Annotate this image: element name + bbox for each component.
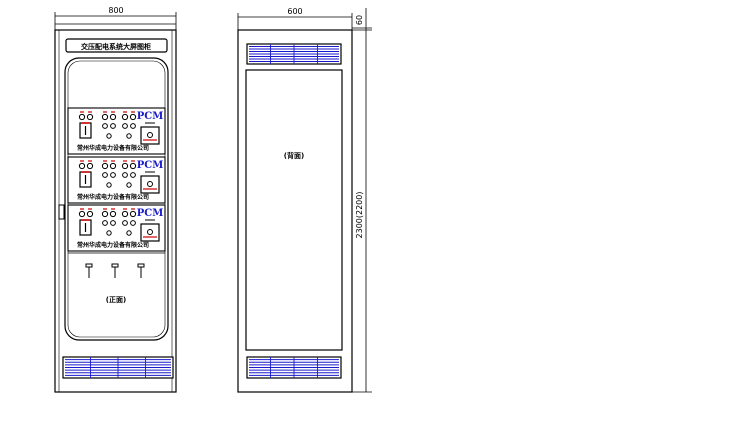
instrument-panel: PCM 常州华成电力设备有限公司	[67, 107, 166, 155]
indicator-lamp	[121, 162, 129, 170]
panel-frame	[67, 156, 166, 204]
indicator-lamp	[130, 172, 136, 178]
instrument-panels: PCM 常州华成电力设备有限公司 PCM 常州华成电力设备有限公司 PCM 常州华成电力设…	[67, 107, 166, 252]
indicator-lamp	[102, 220, 108, 226]
indicator-lamp	[122, 172, 128, 178]
meter-display	[140, 126, 160, 145]
push-button	[106, 133, 112, 139]
panel-frame	[67, 204, 166, 252]
indicator-lamp	[78, 210, 86, 218]
indicator-lamp	[129, 162, 137, 170]
indicator-lamp	[86, 210, 94, 218]
top-offset-label: 60	[355, 15, 364, 25]
rear-cabinet	[237, 29, 353, 393]
front-width-label: 800	[108, 6, 123, 15]
title-plate: 交压配电系统大屏图柜	[81, 42, 151, 51]
indicator-lamp	[102, 172, 108, 178]
indicator-lamp	[121, 210, 129, 218]
indicator-lamp	[109, 210, 117, 218]
rear-width-label: 600	[287, 7, 302, 16]
push-button	[126, 230, 132, 236]
push-button	[126, 182, 132, 188]
indicator-lamp	[130, 123, 136, 129]
instrument-panel: PCM 常州华成电力设备有限公司	[67, 204, 166, 252]
door-handle	[58, 204, 65, 220]
indicator-lamp	[109, 162, 117, 170]
indicator-lamp	[122, 123, 128, 129]
indicator-lamp	[101, 162, 109, 170]
front-bottom-vent	[62, 356, 174, 379]
meter-dial	[147, 181, 153, 187]
instrument-panel: PCM 常州华成电力设备有限公司	[67, 156, 166, 204]
front-width-dimension	[54, 12, 177, 30]
indicator-lamp	[78, 162, 86, 170]
company-name: 常州华成电力设备有限公司	[77, 241, 149, 249]
push-button	[126, 133, 132, 139]
indicator-lamp	[78, 113, 86, 121]
indicator-lamp	[102, 123, 108, 129]
front-view-label: (正面)	[106, 296, 126, 304]
height-label: 2300(2200)	[355, 192, 364, 239]
indicator-lamp	[110, 172, 116, 178]
indicator-lamp	[121, 113, 129, 121]
indicator-lamp	[101, 210, 109, 218]
company-name: 常州华成电力设备有限公司	[77, 144, 149, 152]
panel-frame	[67, 107, 166, 155]
indicator-lamp	[129, 210, 137, 218]
lower-compartment	[68, 252, 165, 278]
rear-width-dimension	[237, 13, 353, 30]
meter-display	[140, 175, 160, 194]
push-button	[106, 182, 112, 188]
meter-dial	[147, 132, 153, 138]
rear-bottom-vent	[246, 356, 342, 379]
pcm-brand: PCM	[137, 111, 164, 122]
indicator-lamp	[101, 113, 109, 121]
indicator-lamp	[86, 113, 94, 121]
indicator-lamp	[130, 220, 136, 226]
indicator-lamp	[86, 162, 94, 170]
indicator-lamp	[129, 113, 137, 121]
rear-view-label: (背面)	[284, 151, 304, 160]
pcm-brand: PCM	[137, 160, 164, 171]
indicator-lamp	[110, 220, 116, 226]
rear-top-vent	[246, 43, 342, 65]
meter-dial	[147, 229, 153, 235]
meter-display	[140, 223, 160, 242]
push-button	[106, 230, 112, 236]
company-name: 常州华成电力设备有限公司	[77, 193, 149, 201]
pcm-brand: PCM	[137, 208, 164, 219]
indicator-lamp	[110, 123, 116, 129]
indicator-lamp	[122, 220, 128, 226]
indicator-lamp	[109, 113, 117, 121]
